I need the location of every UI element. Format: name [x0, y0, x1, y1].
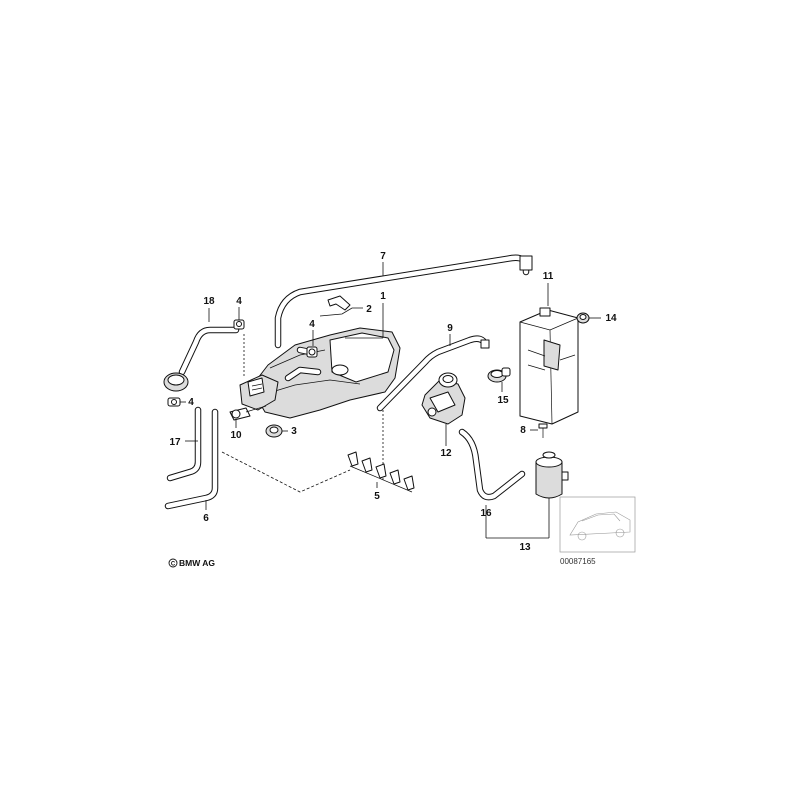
hose-16 — [458, 428, 526, 501]
clamp-4-middle — [306, 346, 318, 358]
callout-3: 3 — [291, 426, 297, 437]
bracket-cluster — [239, 374, 279, 411]
cap-14 — [576, 312, 590, 324]
hose-6 — [164, 408, 219, 510]
callout-2: 2 — [366, 304, 372, 315]
callout-4-middle: 4 — [309, 319, 315, 330]
hose-18 — [163, 326, 240, 392]
purge-valve-12 — [421, 372, 466, 425]
callout-6: 6 — [203, 513, 209, 524]
callout-10: 10 — [230, 430, 242, 441]
callout-18: 18 — [203, 296, 215, 307]
leader-2 — [319, 307, 363, 317]
callout-5: 5 — [374, 491, 380, 502]
tank-1 — [254, 327, 401, 419]
callout-1: 1 — [380, 291, 386, 302]
clip-strip-5 — [347, 451, 415, 493]
callout-8: 8 — [520, 425, 526, 436]
grommet-3 — [265, 424, 283, 438]
callout-7: 7 — [380, 251, 386, 262]
callout-17: 17 — [169, 437, 181, 448]
canister-11 — [519, 307, 579, 425]
svg-text:C: C — [171, 562, 176, 568]
callout-16: 16 — [480, 508, 492, 519]
reference-number: 00087165 — [560, 557, 596, 566]
vent-pipe-7 — [274, 254, 533, 349]
hose-17 — [166, 406, 202, 482]
filter-13 — [535, 451, 569, 499]
copyright-mark: C BMW AG — [168, 558, 215, 568]
callout-4-bottom: 4 — [188, 397, 194, 408]
copyright-symbol-icon — [168, 558, 178, 568]
copyright-text: BMW AG — [179, 558, 215, 568]
vehicle-thumbnail — [559, 496, 636, 553]
plug-15 — [487, 367, 511, 383]
callout-14: 14 — [605, 313, 617, 324]
callout-13: 13 — [519, 542, 531, 553]
callout-9: 9 — [447, 323, 453, 334]
callout-4-top: 4 — [236, 296, 242, 307]
callout-15: 15 — [497, 395, 509, 406]
callout-11: 11 — [543, 271, 554, 282]
clamp-4-left-top — [233, 319, 245, 330]
clamp-4-left-bottom — [167, 397, 181, 407]
connector-10 — [229, 405, 267, 421]
fitting-2 — [327, 295, 351, 311]
dashed-guide-bottom — [221, 451, 351, 493]
screw-8 — [538, 423, 548, 438]
vent-line-9 — [376, 335, 490, 412]
callout-12: 12 — [440, 448, 452, 459]
